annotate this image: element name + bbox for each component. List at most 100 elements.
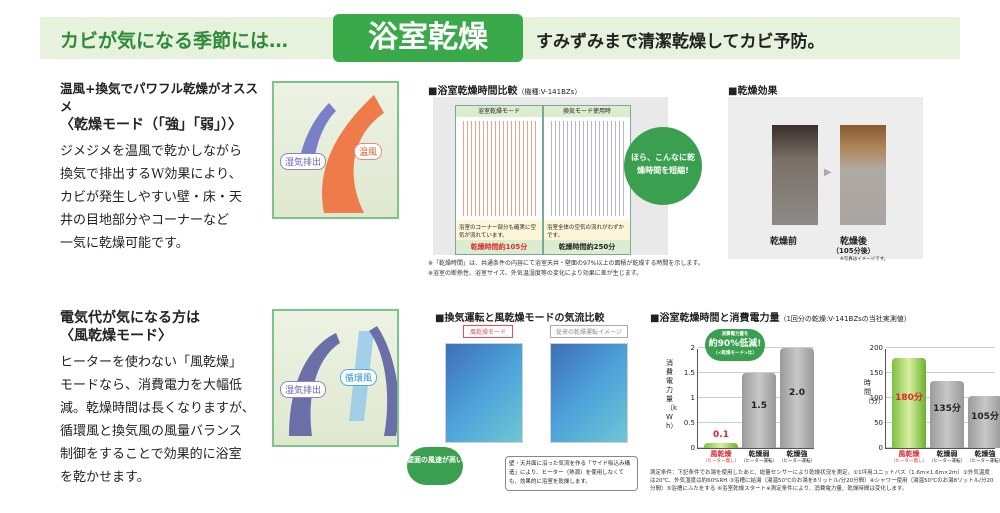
category-label: 乾燥強（ヒーター運転） xyxy=(967,450,1000,464)
y-tick-label: 0 xyxy=(878,444,883,452)
y-tick-label: 100 xyxy=(869,394,883,402)
bar xyxy=(780,348,814,448)
measurement-note: 測定条件：下記条件でお湯を使用したあと、総量センサーにより乾燥状況を測定。①1坪… xyxy=(650,470,994,492)
subheading: 〈乾燥モード（「強」「弱」）〉 xyxy=(60,117,242,133)
exhaust-tag: 湿気排出 xyxy=(280,381,327,398)
line: 制御をすることで効果的に浴室 xyxy=(60,447,242,462)
ventilation-mode-column: 換気モード使用時 浴室全体の空気の流れがわずかです。 乾燥時間約250分 xyxy=(543,105,631,255)
power-consumption: ■浴室乾燥時間と消費電力量（1回分の乾燥:V-141BZsの当社実測値） 消費電… xyxy=(650,309,1000,509)
fan-drying-text: 電気代が気になる方は 〈風乾燥モード〉 ヒーターを使わない「風乾燥」 モードなら… xyxy=(60,309,270,489)
footnote: ※浴室の断熱性、浴室サイズ、外気温湿度等の変化により効果に差が生じます。 xyxy=(428,270,643,277)
footnotes: ※「乾燥時間」は、共通条件の内容にて浴室天井・壁面の97%以上の面積が乾燥する時… xyxy=(428,259,718,279)
banner-title: 浴室乾燥 xyxy=(333,14,523,62)
line: を乾かせます。 xyxy=(60,470,150,485)
section-title: ■換気運転と風乾燥モードの気流比較 xyxy=(435,313,605,324)
simulation-image xyxy=(460,121,538,216)
section-title: ■乾燥効果 xyxy=(728,86,778,97)
bar xyxy=(892,358,926,448)
footnote: ※「乾燥時間」は、共通条件の内容にて浴室天井・壁面の97%以上の面積が乾燥する時… xyxy=(428,260,704,267)
bar xyxy=(704,443,738,448)
drying-mode-column: 浴室乾燥モード 浴室のコーナー部分も確実に空気が流れています。 乾燥時間約105… xyxy=(455,105,543,255)
category-label: 風乾燥（ヒーター無し） xyxy=(703,450,739,464)
drying-time-comparison: ■浴室乾燥時間比較（機種:V-141BZs） 浴室乾燥モード 浴室のコーナー部分… xyxy=(428,82,718,292)
bar xyxy=(968,395,1000,448)
line: 井の目地部分やコーナーなど xyxy=(60,213,230,228)
gridline xyxy=(886,372,995,373)
subheading: 〈風乾燥モード〉 xyxy=(60,328,172,344)
banner-lead: カビが気になる季節には… xyxy=(60,30,289,52)
before-photo xyxy=(772,125,818,225)
before-label: 乾燥前 xyxy=(770,237,798,247)
banner: カビが気になる季節には… 浴室乾燥 すみずみまで清潔乾燥してカビ予防。 xyxy=(40,14,960,62)
drying-time: 乾燥時間約105分 xyxy=(456,240,542,254)
bar xyxy=(930,380,964,448)
column-note: 浴室全体の空気の流れがわずかです。 xyxy=(544,220,630,242)
data-label: 105分 xyxy=(971,411,999,422)
airflow-arrows-icon xyxy=(299,95,384,213)
reduction-badge: 消費電力量を 約90%低減! （<乾燥モード>比） xyxy=(705,329,765,361)
category-label: 乾燥弱（ヒーター運転） xyxy=(929,450,965,464)
line: カビが発生しやすい壁・床・天 xyxy=(60,190,242,205)
effect-panel: ▶ 乾燥前 乾燥後 （105分後） ※写真はイメージです。 xyxy=(728,97,923,262)
heading: 温風+換気でパワフル乾燥がオススメ xyxy=(60,81,258,114)
data-label: 135分 xyxy=(933,404,961,415)
conventional-simulation xyxy=(550,343,628,443)
line: ジメジメを温風で乾かしながら xyxy=(60,144,243,159)
drying-mode-illustration: 湿気排出 温風 xyxy=(272,81,399,219)
fan-mode-label: 風乾燥モード xyxy=(463,325,514,338)
photo-note: ※写真はイメージです。 xyxy=(840,257,889,262)
y-tick-label: 1 xyxy=(690,394,695,402)
exhaust-tag: 湿気排出 xyxy=(280,153,327,170)
y-tick-label: 1.5 xyxy=(683,369,695,377)
column-header: 浴室乾燥モード xyxy=(456,106,542,117)
line: モードなら、消費電力を大幅低 xyxy=(60,378,243,393)
data-label: 0.1 xyxy=(713,430,729,440)
y-tick-label: 0.5 xyxy=(683,419,695,427)
simulation-image xyxy=(548,121,626,216)
category-label: 風乾燥（ヒーター無し） xyxy=(891,450,927,464)
airflow-note: 壁・天井面に沿った気流を作る「サイド吸込み構造」により、ヒーター（熱源）を使用し… xyxy=(505,456,638,491)
category-label: 乾燥弱（ヒーター運転） xyxy=(741,450,777,464)
after-sublabel: （105分後） xyxy=(832,247,875,255)
badge-text: 消費電力量を xyxy=(721,332,749,337)
drying-mode-text: 温風+換気でパワフル乾燥がオススメ 〈乾燥モード（「強」「弱」）〉 ジメジメを温… xyxy=(60,80,270,255)
warm-air-tag: 温風 xyxy=(354,143,383,160)
category-label: 乾燥強（ヒーター運転） xyxy=(779,450,815,464)
y-tick-label: 50 xyxy=(874,419,883,427)
y-axis-label: 消費電力量（kWh） xyxy=(666,359,678,430)
body-text: ヒーターを使わない「風乾燥」 モードなら、消費電力を大幅低 減。乾燥時間は長くな… xyxy=(60,351,270,489)
line: ヒーターを使わない「風乾燥」 xyxy=(60,355,243,370)
drying-effect: ■乾燥効果 ▶ 乾燥前 乾燥後 （105分後） ※写真はイメージです。 xyxy=(728,82,923,262)
body-text: ジメジメを温風で乾かしながら 換気で排出するW効果により、 カビが発生しやすい壁… xyxy=(60,140,270,255)
y-tick-label: 2 xyxy=(690,344,695,352)
drying-time: 乾燥時間約250分 xyxy=(544,240,630,254)
column-note: 浴室のコーナー部分も確実に空気が流れています。 xyxy=(456,220,542,242)
callout-bubble: ほら、こんなに乾燥時間を短縮! xyxy=(624,127,702,205)
airflow-arrows-icon xyxy=(289,326,397,436)
line: 一気に乾燥可能です。 xyxy=(60,236,189,251)
conventional-label: 従来の乾燥運転イメージ xyxy=(550,325,628,338)
data-label: 180分 xyxy=(895,393,923,403)
section-title: ■浴室乾燥時間と消費電力量（1回分の乾燥:V-141BZsの当社実測値） xyxy=(650,313,911,324)
fan-drying-illustration: 湿気排出 循環風 xyxy=(272,309,399,447)
line: 循環風と換気風の風量バランス xyxy=(60,424,242,439)
time-chart: 0 50 100 150 200 180分風乾燥（ヒーター無し） 135分乾燥弱（ヒーター運… xyxy=(870,344,1000,464)
fan-mode-simulation xyxy=(445,343,523,443)
heading: 電気代が気になる方は xyxy=(60,310,200,326)
badge-main: 約90%低減! xyxy=(708,339,762,349)
airflow-comparison: ■換気運転と風乾燥モードの気流比較 風乾燥モード 従来の乾燥運転イメージ 壁面の… xyxy=(405,309,640,499)
y-tick-label: 150 xyxy=(869,369,883,377)
line: 減。乾燥時間は長くなりますが、 xyxy=(60,401,255,416)
gridline xyxy=(698,372,814,373)
arrow-right-icon: ▶ xyxy=(824,167,832,178)
callout-bubble: 壁面の風速が高い xyxy=(407,447,463,485)
bar xyxy=(742,373,776,448)
after-photo xyxy=(840,125,886,225)
column-header: 換気モード使用時 xyxy=(544,106,630,117)
line: 換気で排出するW効果により、 xyxy=(60,167,242,182)
data-label: 2.0 xyxy=(789,388,805,398)
circulation-air-tag: 循環風 xyxy=(340,369,378,386)
after-label: 乾燥後 xyxy=(840,237,868,247)
y-tick-label: 200 xyxy=(869,344,883,352)
